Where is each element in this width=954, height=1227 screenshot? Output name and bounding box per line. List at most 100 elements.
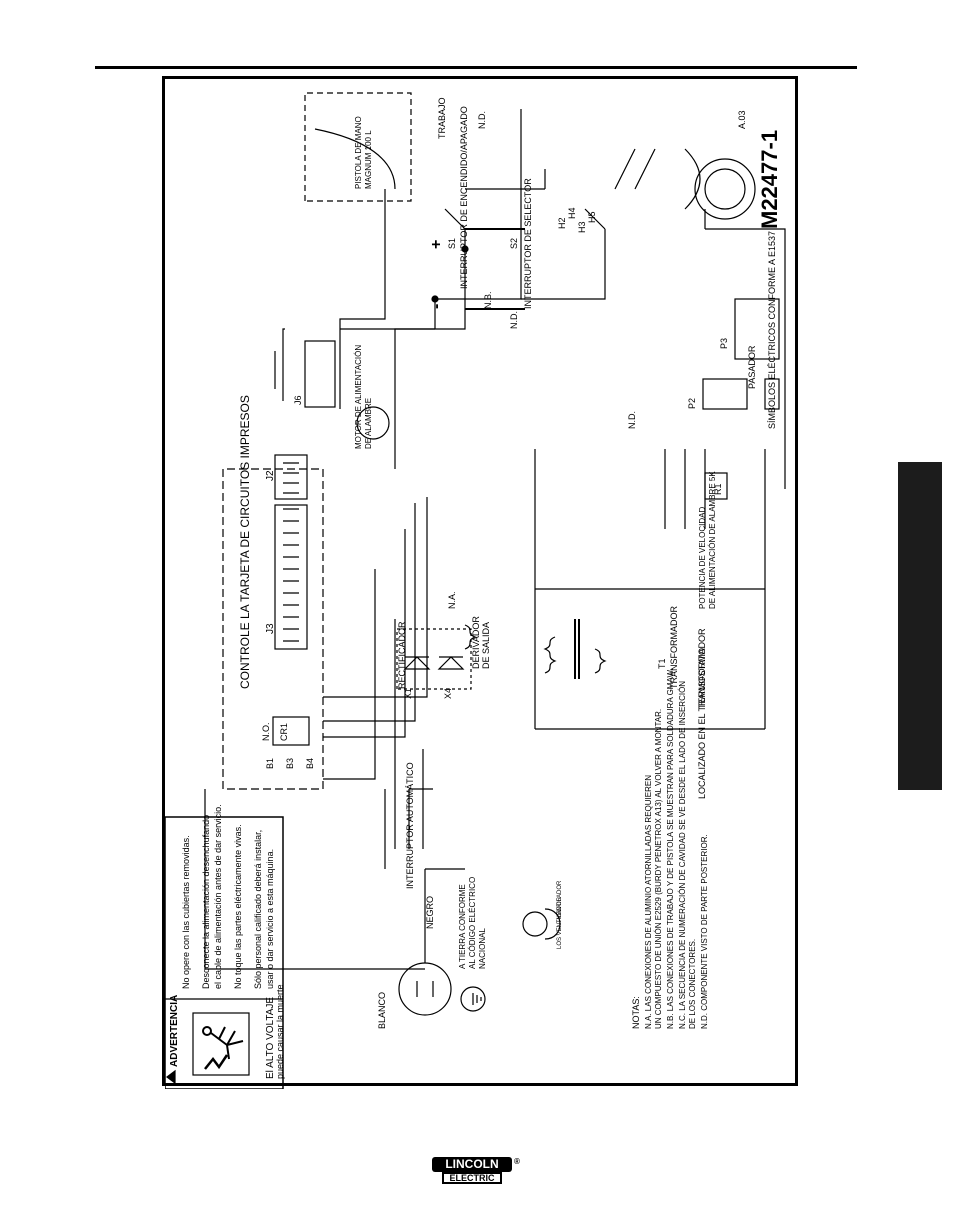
work-label: TRABAJO xyxy=(437,97,447,139)
pot-label-1: POTENCIA DE VELOCIDAD xyxy=(698,507,707,609)
wire-feed-motor xyxy=(356,406,390,440)
hazard-person-icon xyxy=(202,1026,244,1070)
pcb-terminal-b4: B4 xyxy=(305,758,315,769)
thermostat-label: TERMOSTATO xyxy=(697,648,707,709)
j2-connector xyxy=(274,454,308,500)
warning-triangle-icon xyxy=(166,1069,176,1085)
tap-h2: H2 xyxy=(557,217,567,229)
transformer-secondary-coil xyxy=(594,648,607,674)
tap-h4: H4 xyxy=(567,207,577,219)
selector-arc xyxy=(684,148,701,210)
tap-h3: H3 xyxy=(577,221,587,233)
j3-label: J3 xyxy=(265,623,276,634)
plus-terminal: + xyxy=(428,240,445,249)
j6-label: J6 xyxy=(293,395,303,405)
warning-item-4: No toque las partes eléctricamente vivas… xyxy=(233,824,243,989)
relay-box xyxy=(272,716,310,746)
hazard-figure-frame xyxy=(192,1012,250,1076)
j2-label: J2 xyxy=(265,470,276,481)
choke-label-1: DERIVADOR xyxy=(471,616,481,669)
gun-box xyxy=(304,92,412,202)
na-label: N.A. xyxy=(447,591,457,609)
fan-small-label: LOS VENTILADOR xyxy=(557,896,563,949)
ground-symbol xyxy=(460,986,486,1012)
s1-nd: N.D. xyxy=(477,111,487,129)
blanco-label: BLANCO xyxy=(377,992,387,1029)
warning-caption-2: puede causar la muerte xyxy=(275,984,285,1079)
minus-terminal: - xyxy=(428,304,445,309)
drawing-number: M22477-1 xyxy=(757,130,782,229)
rect-x4: X4 xyxy=(443,688,453,699)
wiring-diagram-frame: El ALTO VOLTAJE puede causar la muerte A… xyxy=(162,76,801,1089)
section-side-tab xyxy=(898,462,942,790)
warning-box xyxy=(165,816,284,1089)
rectifier-diode-1 xyxy=(403,656,431,670)
wiring-diagram-rotated: El ALTO VOLTAJE puede causar la muerte A… xyxy=(165,79,801,1089)
fan-label: VENTILADOR xyxy=(557,880,563,919)
j2-pins-marks xyxy=(283,462,299,494)
notes-title: NOTAS: xyxy=(631,996,641,1029)
tap-h5: H5 xyxy=(587,211,597,223)
j3-connector xyxy=(274,504,308,650)
gun-label-2: MAGNUM 100 L xyxy=(364,130,373,189)
page-top-rule xyxy=(95,66,857,69)
pcb-title: CONTROLE LA TARJETA DE CIRCUITOS IMPRESO… xyxy=(238,395,252,689)
warning-item-2: Desconecte la alimentación desenchufando xyxy=(201,815,211,989)
pot-r1-label: R1 xyxy=(713,483,723,495)
logo-registered-mark: ® xyxy=(514,1157,520,1166)
pasador-label: PASADOR xyxy=(747,345,757,389)
ground-label-3: NACIONAL xyxy=(478,928,487,969)
pcb-terminal-b3: B3 xyxy=(285,758,295,769)
j6-connector xyxy=(304,340,336,408)
s1-id: S1 xyxy=(447,238,457,249)
fan-motor xyxy=(544,908,561,940)
s2-id: S2 xyxy=(509,238,519,249)
power-plug xyxy=(398,962,452,1016)
p3-label: P3 xyxy=(719,338,729,349)
choke-label-2: DE SALIDA xyxy=(481,622,491,669)
p2-label: P2 xyxy=(687,398,697,409)
gun-label-1: PISTOLA DE MANO xyxy=(354,116,363,189)
j6-receptacle xyxy=(694,158,756,220)
relay-no-label: N.O. xyxy=(261,722,271,741)
breaker-label: INTERRUPTOR AUTOMÁTICO xyxy=(405,762,415,889)
logo-lincoln: LINCOLN xyxy=(432,1157,512,1172)
note-na-2: UN COMPUESTO DE UNIÓN E2529 (BURDY PENET… xyxy=(654,709,663,1029)
nb-label: N.B. xyxy=(483,291,493,309)
warning-caption-1: El ALTO VOLTAJE xyxy=(265,997,276,1079)
symbols-note: SÍMBOLOS ELÉCTRICOS CONFORME A E1537 xyxy=(767,231,777,429)
p2-connector xyxy=(702,378,748,410)
transformer-primary-coil xyxy=(543,636,557,674)
s1-label: INTERRUPTOR DE ENCENDIDO/APAGADO xyxy=(459,106,469,289)
note-na-1: N.A. LAS CONEXIONES DE ALUMINIO ATORNILL… xyxy=(644,775,653,1029)
s2-label: INTERRUPTOR DE SELECTOR xyxy=(523,178,533,309)
note-nd: N.D. COMPONENTE VISTO DE PARTE POSTERIOR… xyxy=(700,834,709,1029)
pcb-terminal-b1: B1 xyxy=(265,758,275,769)
t1-id: T1 xyxy=(657,658,667,669)
rect-x1: X1 xyxy=(403,688,413,699)
negro-label: NEGRO xyxy=(425,896,435,929)
ground-label-1: A TIERRA CONFORME xyxy=(458,884,467,969)
drawing-revision: A.03 xyxy=(737,110,747,129)
warning-item-5: Sólo personal calificado deberá instalar… xyxy=(253,830,263,989)
rect-label: RECTIFICADOR xyxy=(397,621,407,689)
ground-label-2: AL CÓDIGO ELÉCTRICO xyxy=(468,877,477,969)
motor-label-2: DE ALAMBRE xyxy=(364,398,373,449)
logo-electric: ELECTRIC xyxy=(442,1172,502,1184)
j3-pins-marks xyxy=(283,508,299,642)
note-nc-2: DE LOS CONECTORES. xyxy=(688,939,697,1029)
thermostat-located: LOCALIZADO EN EL TRANSFORMADOR xyxy=(697,628,707,799)
relay-label: CR1 xyxy=(279,723,289,741)
note-nc-1: N.C. LA SECUENCIA DE NUMERACIÓN DE CAVID… xyxy=(678,681,687,1029)
s2-nd: N.D. xyxy=(509,311,519,329)
warning-item-1: No opere con las cubiertas removidas. xyxy=(181,835,191,989)
warning-item-3: el cable de alimentación antes de dar se… xyxy=(213,804,223,989)
wiring-diagram: El ALTO VOLTAJE puede causar la muerte A… xyxy=(165,92,786,1089)
p3-connector xyxy=(734,298,780,360)
pot-nd: N.D. xyxy=(627,411,637,429)
pot-label-2: DE ALIMENTACIÓN DE ALAMBRE 5K xyxy=(708,471,717,609)
warning-title: ADVERTENCIA xyxy=(169,995,180,1067)
t1-label: TRANSFORMADOR xyxy=(669,606,679,690)
lincoln-electric-logo: LINCOLN ELECTRIC ® xyxy=(432,1157,522,1189)
output-choke-coil xyxy=(464,624,477,650)
